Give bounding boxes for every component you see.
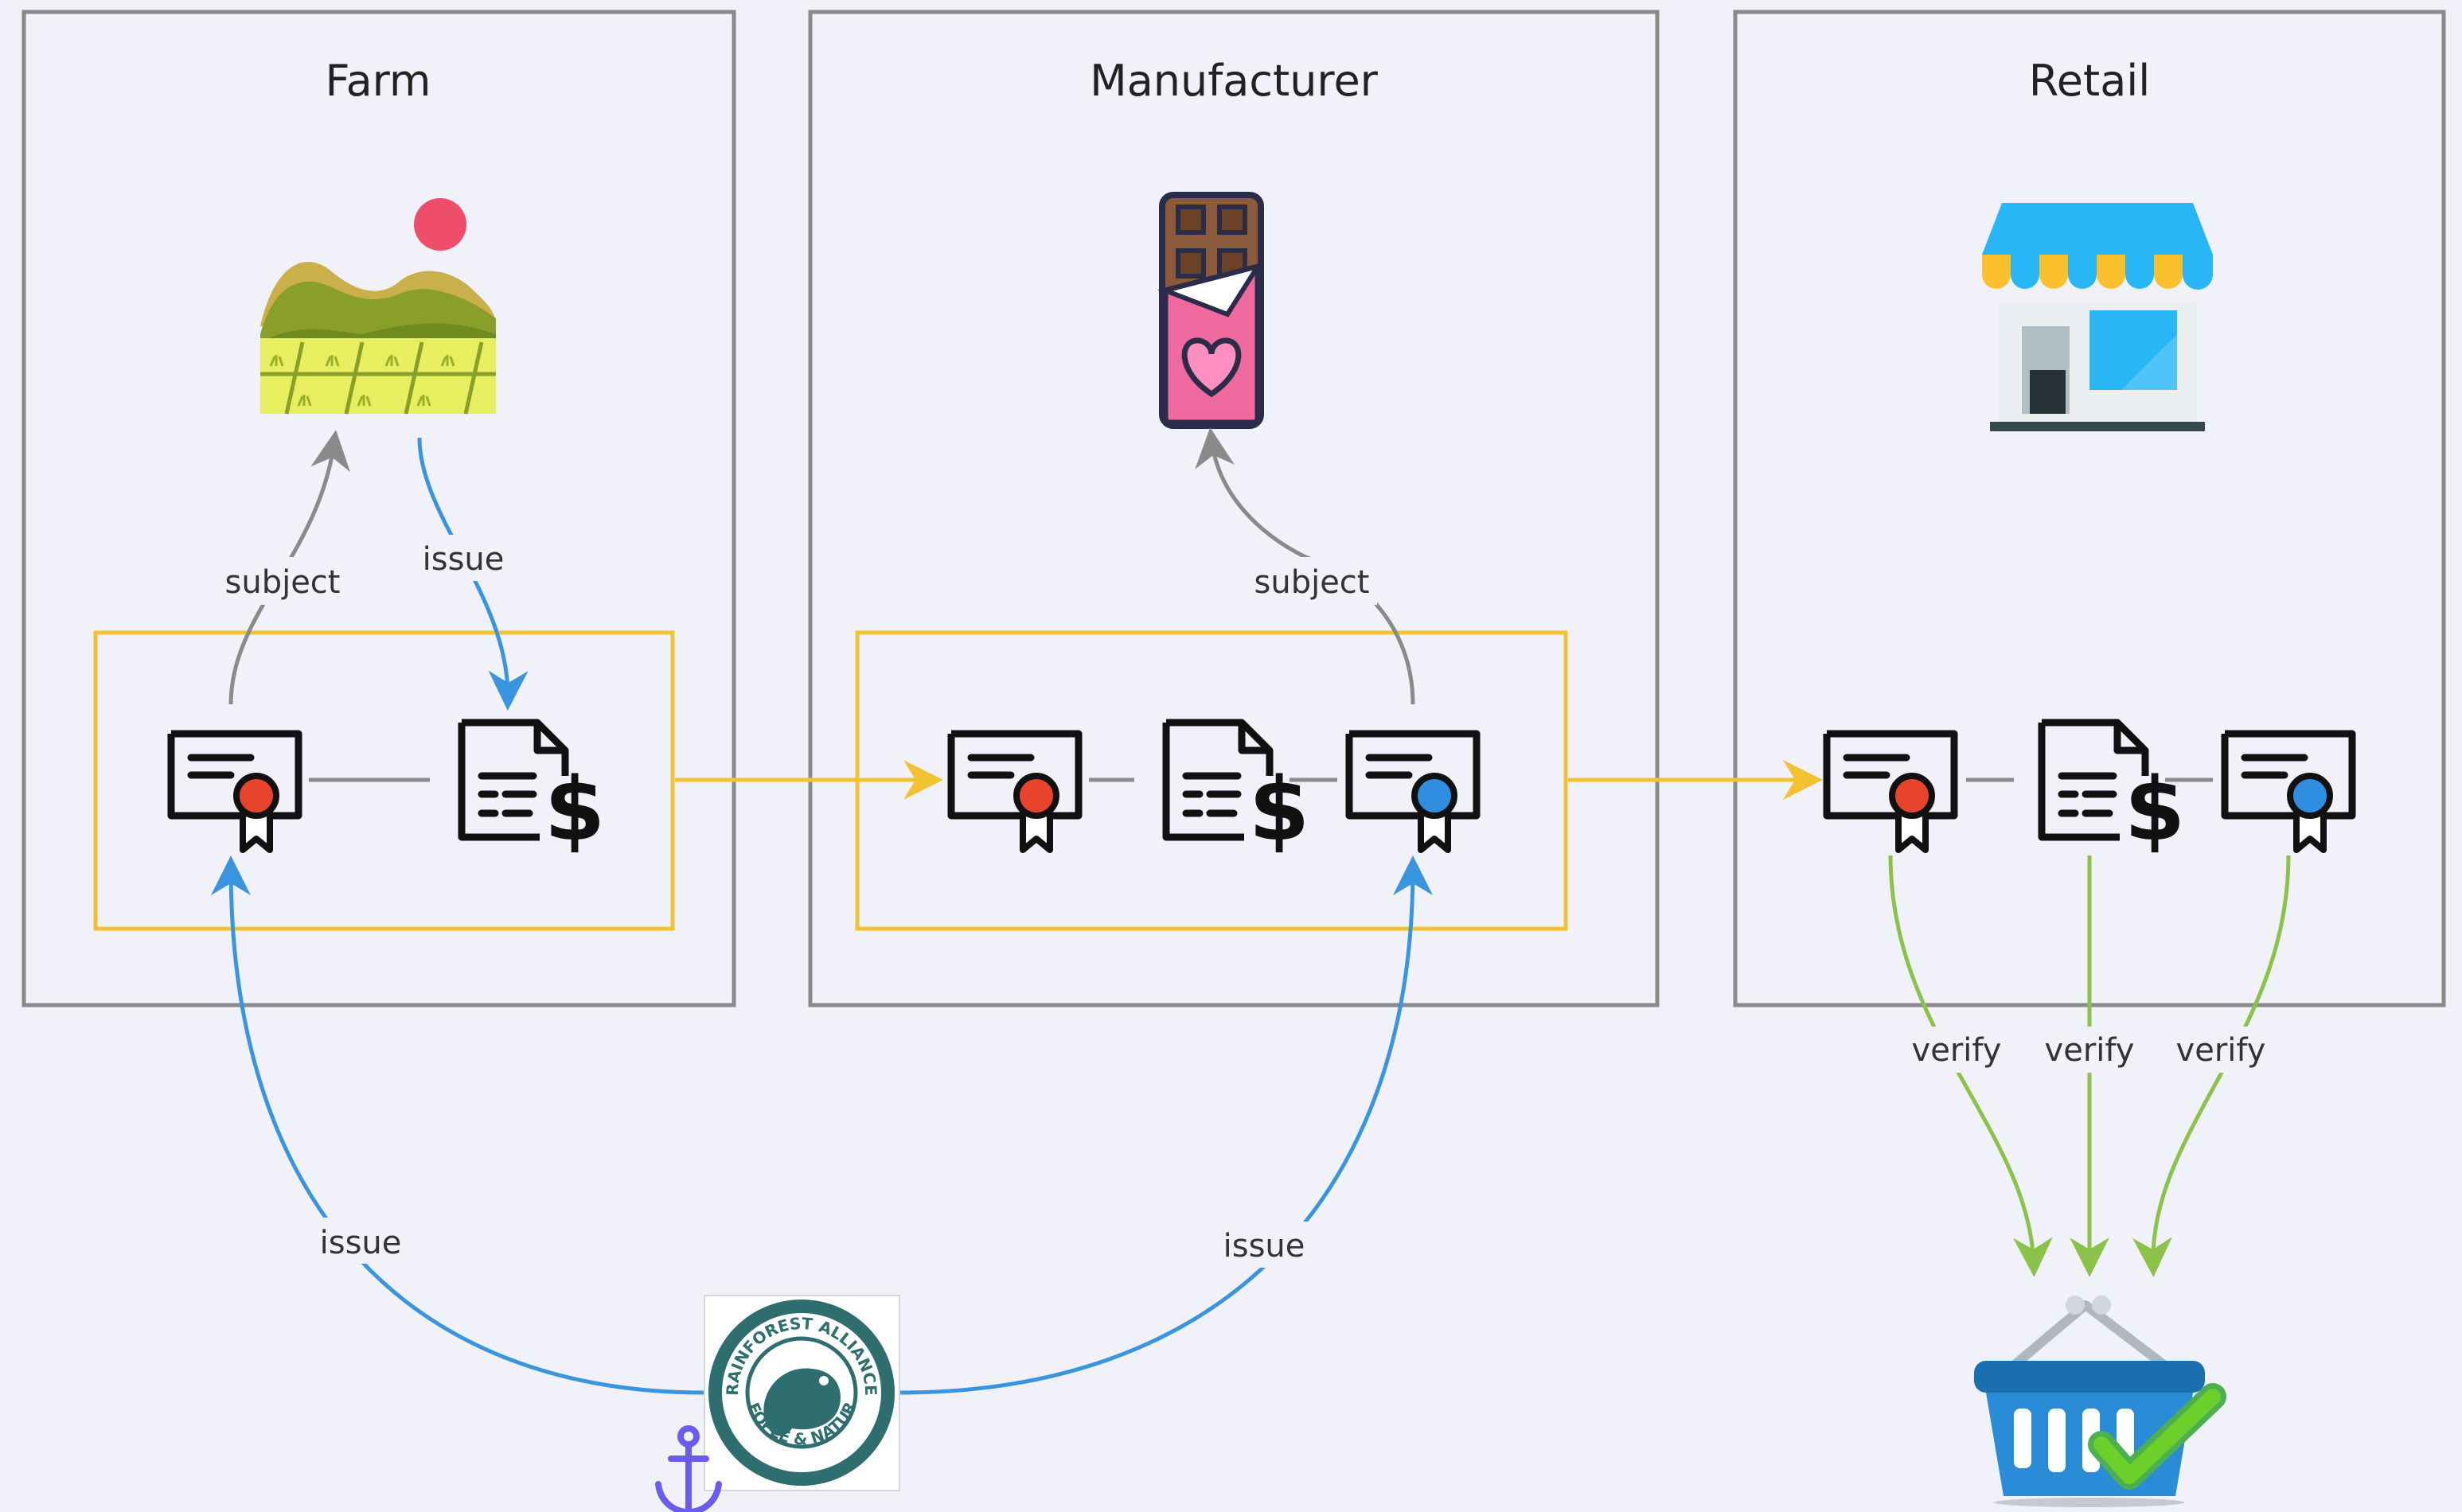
- retail-certificate-blue-icon: [2225, 734, 2352, 850]
- rainforest-issue-farm-label: issue: [320, 1225, 402, 1261]
- verify-arrow-1: [1888, 855, 2053, 1277]
- farm-issue-label: issue: [423, 541, 505, 578]
- chocolate-bar-icon: [1157, 192, 1264, 429]
- shopping-basket-check-icon: [1974, 1296, 2226, 1507]
- retail-certificate-red-icon: [1827, 734, 1954, 850]
- verify-label-1: verify: [1912, 1032, 2002, 1069]
- rainforest-issue-farm-arrow: [211, 855, 705, 1395]
- manufacturer-credential-group: [855, 630, 1568, 931]
- manufacturer-subject-label: subject: [1254, 564, 1370, 601]
- farm-landscape-icon: [260, 198, 496, 415]
- farm-certificate-icon: [171, 734, 298, 850]
- shop-icon: [1982, 203, 2213, 431]
- farm-invoice-icon: [462, 723, 605, 860]
- verify-label-2: verify: [2045, 1032, 2135, 1069]
- manufacturer-certificate-blue-icon: [1349, 734, 1477, 850]
- farm-subject-label: subject: [225, 564, 341, 601]
- manufacturer-invoice-icon: [1166, 723, 1309, 860]
- verify-label-3: verify: [2176, 1032, 2266, 1069]
- rainforest-issue-manufacturer-arrow: [899, 855, 1433, 1395]
- manufacturer-certificate-red-icon: [951, 734, 1079, 850]
- rainforest-issue-manufacturer-label: issue: [1223, 1228, 1305, 1265]
- verify-arrow-3: [2132, 855, 2291, 1277]
- farm-credential-group: [93, 630, 675, 931]
- lane-title-manufacturer: Manufacturer: [1090, 56, 1379, 106]
- lane-title-retail: Retail: [2029, 56, 2151, 106]
- retail-invoice-icon: [2042, 723, 2185, 860]
- lane-title-farm: Farm: [325, 56, 431, 106]
- anchor-icon: [655, 1425, 722, 1512]
- lane-farm: Farm: [21, 10, 736, 1007]
- lane-manufacturer: Manufacturer: [808, 10, 1660, 1007]
